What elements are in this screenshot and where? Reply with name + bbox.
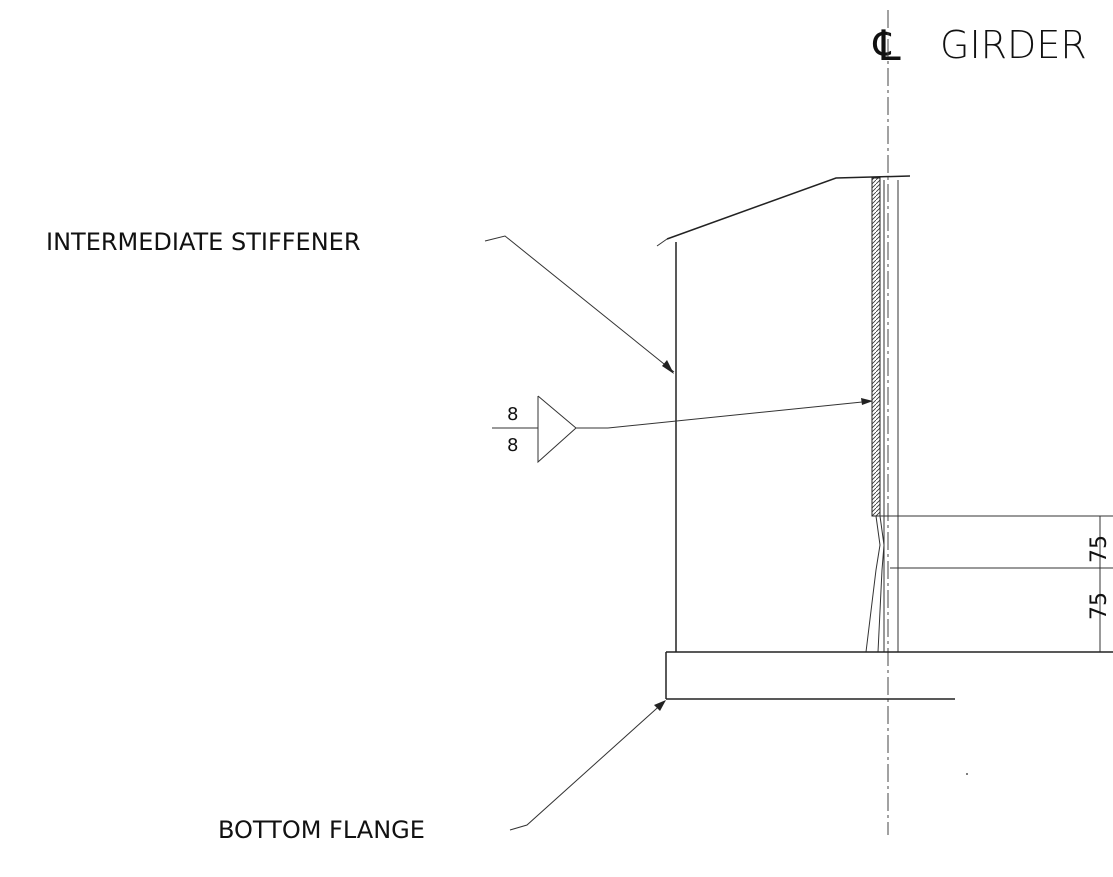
centerline-symbol: ℄ — [868, 21, 906, 70]
bottom-flange-leader — [509, 700, 666, 831]
web-plate — [871, 177, 881, 517]
weld-size-bottom: 8 — [507, 435, 518, 456]
intermediate-stiffener-arrowhead — [662, 360, 674, 374]
girder-title: GIRDER — [940, 23, 1087, 67]
stiffener-top-edge — [666, 175, 911, 240]
intermediate-stiffener-label: INTERMEDIATE STIFFENER — [46, 228, 361, 256]
stray-mark — [966, 773, 968, 775]
web-transition-left — [865, 515, 881, 653]
weld-arrowhead — [861, 398, 873, 405]
dimension-lower-value: 75 — [1087, 592, 1112, 620]
bottom-flange-label: BOTTOM FLANGE — [218, 816, 425, 844]
fillet-weld-symbol-icon — [537, 395, 577, 464]
weld-size-top: 8 — [507, 404, 518, 425]
bottom-flange-arrowhead — [654, 700, 666, 711]
weld-leader — [607, 400, 873, 429]
intermediate-stiffener-leader — [484, 235, 675, 373]
stiffener-corner-tick — [656, 238, 668, 247]
dimension-upper-value: 75 — [1087, 535, 1112, 563]
web-transition-right — [877, 515, 885, 653]
